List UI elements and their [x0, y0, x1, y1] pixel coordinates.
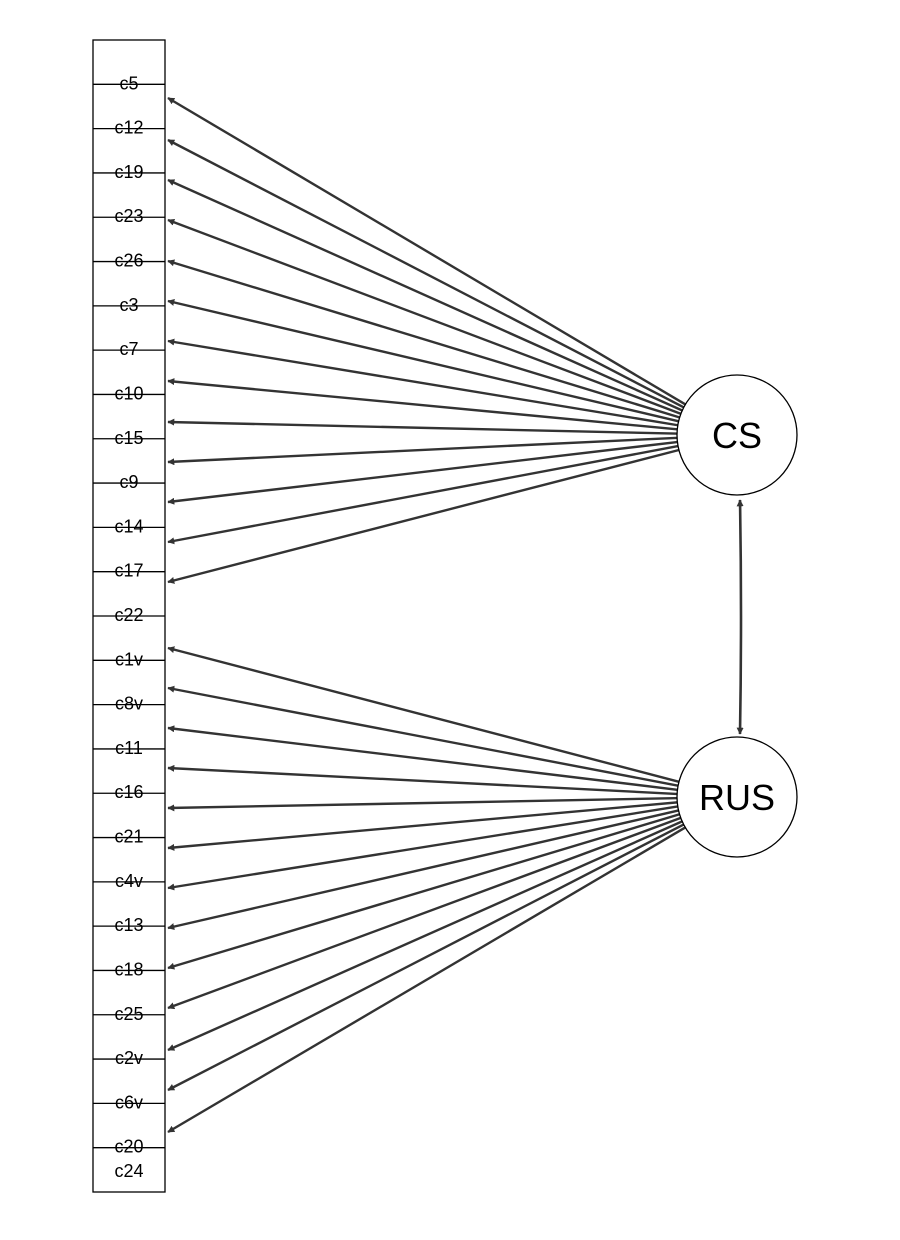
- indicator-label-c13: c13: [114, 915, 143, 935]
- covariance-arrow-CS-RUS: [736, 499, 744, 735]
- loading-arrow-RUS-c13: [167, 804, 682, 891]
- indicator-label-c5: c5: [119, 73, 138, 93]
- latent-node-RUS: [676, 736, 798, 858]
- indicator-label-c10: c10: [114, 383, 143, 403]
- loading-arrow-RUS-c1v: [167, 646, 684, 784]
- loading-arrow-RUS-c6v: [167, 818, 687, 1052]
- indicator-label-c8v: c8v: [115, 694, 143, 714]
- loading-arrow-CS-c10: [167, 378, 682, 431]
- loading-arrow-CS-c17: [167, 444, 683, 545]
- indicator-label-c12: c12: [114, 118, 143, 138]
- loading-arrows: [167, 96, 744, 1134]
- latent-label-CS: CS: [712, 415, 762, 456]
- indicator-label-c14: c14: [114, 516, 143, 536]
- loading-arrow-RUS-c8v: [167, 685, 683, 788]
- indicator-label-c15: c15: [114, 428, 143, 448]
- loading-arrow-RUS-c11: [167, 725, 682, 792]
- indicator-label-c7: c7: [119, 339, 138, 359]
- loading-arrow-RUS-c16: [167, 764, 682, 796]
- loading-arrow-CS-c9: [167, 436, 682, 466]
- loading-arrow-RUS-c18: [167, 808, 683, 930]
- latent-label-RUS: RUS: [699, 777, 775, 818]
- latent-node-CS: [676, 374, 798, 496]
- loading-arrow-RUS-c21: [167, 796, 682, 812]
- latent-nodes: CS RUS: [676, 374, 798, 858]
- loading-arrow-RUS-c20: [167, 821, 688, 1092]
- indicator-label-c2v: c2v: [115, 1048, 143, 1068]
- loading-arrow-CS-c5: [167, 96, 690, 408]
- indicator-label-c20: c20: [114, 1137, 143, 1157]
- loading-arrow-RUS-c24: [167, 824, 690, 1134]
- loading-arrow-RUS-c4v: [167, 800, 682, 851]
- indicator-label-c17: c17: [114, 561, 143, 581]
- indicator-label-c21: c21: [114, 827, 143, 847]
- indicator-label-c26: c26: [114, 251, 143, 271]
- indicator-label-c11: c11: [115, 738, 143, 758]
- loading-arrow-CS-c7: [167, 338, 682, 428]
- loading-arrow-CS-c15: [167, 418, 682, 435]
- loading-arrow-CS-c23: [167, 218, 686, 417]
- indicator-label-c23: c23: [114, 206, 143, 226]
- indicator-column: c5 c12 c19 c23 c26 c3 c7 c10 c15 c9 c14 c17 c22 c1v c8…: [92, 39, 166, 1193]
- indicator-label-c4v: c4v: [115, 871, 143, 891]
- indicator-label-c19: c19: [114, 162, 143, 182]
- indicator-label-c22: c22: [114, 605, 143, 625]
- loading-arrow-RUS-c25: [167, 811, 684, 970]
- loading-arrow-CS-c22: [167, 447, 684, 584]
- loading-arrow-RUS-c2v: [167, 815, 685, 1010]
- loading-arrow-CS-c14: [167, 440, 682, 505]
- indicator-label-c24: c24: [114, 1161, 143, 1181]
- loading-arrow-CS-c12: [167, 138, 688, 411]
- indicator-label-c1v: c1v: [115, 649, 143, 669]
- indicator-label-c18: c18: [114, 959, 143, 979]
- indicator-label-c9: c9: [119, 472, 138, 492]
- indicator-label-c3: c3: [119, 295, 138, 315]
- indicator-label-c6v: c6v: [115, 1092, 143, 1112]
- loading-arrow-CS-c26: [167, 259, 684, 420]
- loading-arrow-CS-c3: [167, 299, 683, 424]
- loading-arrow-CS-c19: [167, 178, 687, 414]
- indicator-label-c25: c25: [114, 1004, 143, 1024]
- indicator-label-c16: c16: [114, 782, 143, 802]
